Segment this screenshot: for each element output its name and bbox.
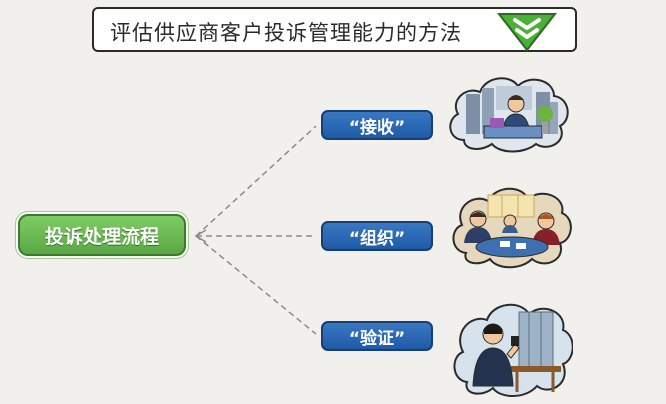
connector-line: [195, 125, 317, 237]
double-chevron-down-icon: [497, 13, 557, 52]
connector-line: [195, 235, 317, 335]
step-label: “验证”: [348, 328, 406, 349]
step-receive: “接收”: [321, 110, 433, 140]
inspector-illustration: [453, 304, 573, 397]
page-title: 评估供应商客户投诉管理能力的方法: [110, 21, 462, 45]
title-banner: 评估供应商客户投诉管理能力的方法: [92, 7, 577, 52]
step-organize: “组织”: [321, 221, 433, 251]
office-receptionist-illustration: [449, 77, 569, 153]
arrow-head: [194, 229, 207, 243]
meeting-illustration: [452, 187, 572, 269]
step-label: “接收”: [348, 117, 406, 138]
step-verify: “验证”: [321, 321, 433, 351]
root-node-label: 投诉处理流程: [44, 225, 159, 248]
step-label: “组织”: [348, 228, 406, 249]
root-node: 投诉处理流程: [18, 214, 186, 256]
